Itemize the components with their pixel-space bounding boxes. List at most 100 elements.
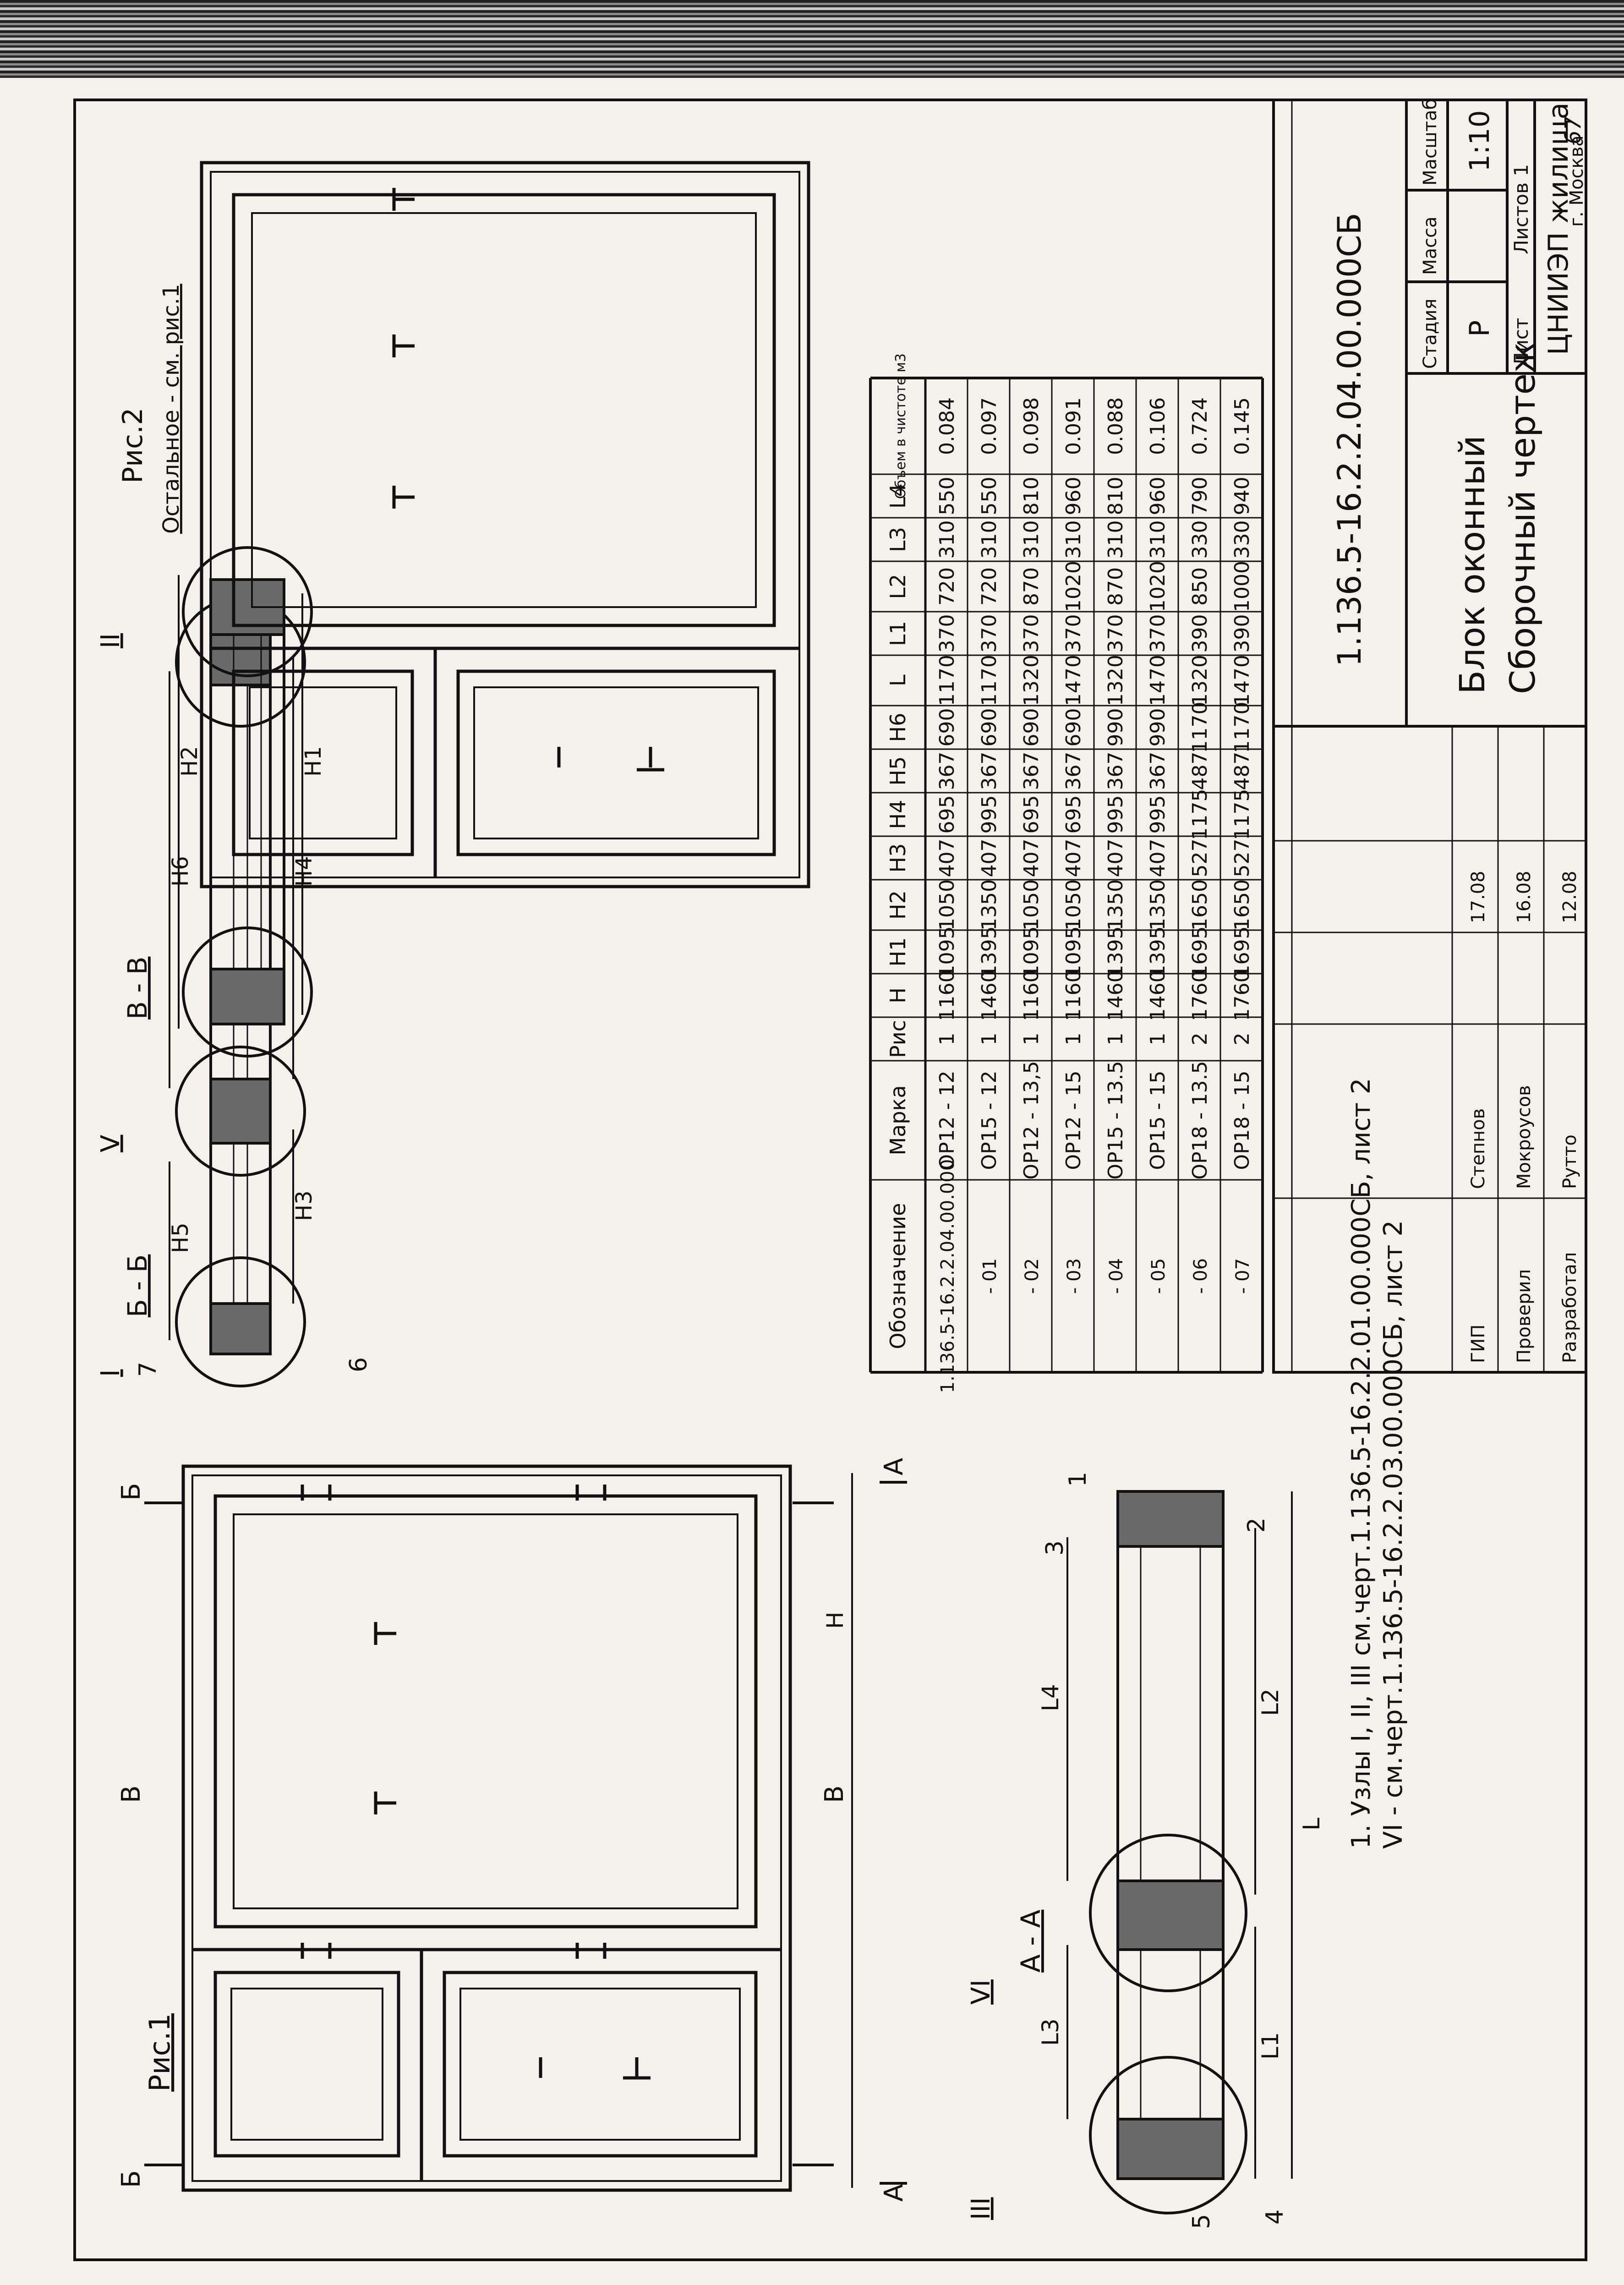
table-cell: 690 (935, 708, 959, 747)
sheets-label: Листов 1 (1510, 164, 1532, 254)
table-header-cell: L1 (886, 621, 910, 646)
table-cell: 1395 (978, 926, 1001, 978)
table-cell: 367 (1020, 752, 1043, 790)
cut-v-right: В (820, 1786, 849, 1803)
table-cell: 310 (935, 521, 959, 559)
scan-edge-artifact (0, 0, 1624, 78)
dim-h4: H4 (291, 856, 317, 887)
table-cell: 310 (1146, 521, 1170, 559)
section-aa-dims (1066, 1491, 1293, 2179)
table-header-cell: H2 (886, 890, 910, 920)
table-header-cell: H6 (886, 713, 910, 742)
dim-l2: L2 (1257, 1688, 1284, 1716)
table-cell: - 01 (979, 1258, 1001, 1294)
table-cell: 960 (1062, 477, 1085, 515)
pos-5: 5 (1188, 2214, 1215, 2229)
pos-6: 6 (345, 1357, 372, 1372)
stage-value: Р (1464, 320, 1496, 337)
table-header-cell: Рис (886, 1020, 910, 1058)
table-cell: 407 (978, 839, 1001, 877)
table-cell: 407 (1146, 839, 1170, 877)
table-cell: 367 (935, 752, 959, 790)
signature-date: 16.08 (1514, 871, 1535, 923)
scale-label: Масштаб (1420, 99, 1441, 186)
cut-a-top: А (879, 2184, 909, 2202)
table-cell: 720 (935, 567, 959, 606)
table-cell: 695 (1020, 795, 1043, 834)
signature-role: Разработал (1559, 1252, 1580, 1363)
table-cell: 810 (1104, 477, 1127, 515)
drawing-sheet: Рис.1 А А Б Б В В H А - А L3 L4 L1 L2 L … (73, 97, 1589, 2261)
drawing-name-2: Сборочный чертеж (1502, 342, 1543, 694)
table-cell: 407 (1104, 839, 1127, 877)
signature-name: Степнов (1468, 1108, 1489, 1189)
table-cell: 1460 (1146, 970, 1170, 1021)
table-cell: 0.098 (1020, 397, 1043, 455)
table-cell: 367 (1104, 752, 1127, 790)
cut-a-bottom: А (879, 1458, 909, 1475)
dim-l1: L1 (1257, 2032, 1284, 2060)
table-cell: 370 (978, 614, 1001, 653)
table-cell: 1.136.5-16.2.2.04.00.000 (937, 1159, 958, 1393)
pos-7: 7 (134, 1362, 162, 1377)
section-aa (1089, 1490, 1247, 2214)
organization-city: г. Москва (1566, 135, 1587, 227)
table-cell: 527 (1188, 839, 1212, 877)
mass-label: Масса (1420, 216, 1441, 275)
table-cell: 550 (978, 477, 1001, 515)
stage-label: Стадия (1420, 299, 1441, 369)
table-cell: - 07 (1232, 1258, 1253, 1294)
table-cell: 1470 (1146, 655, 1170, 706)
table-cell: - 03 (1064, 1258, 1085, 1294)
table-header-cell: L2 (886, 574, 910, 599)
table-cell: 990 (1104, 708, 1127, 747)
table-cell: 1050 (935, 879, 959, 931)
table-cell: 390 (1230, 614, 1254, 653)
dim-h1: H1 (301, 746, 326, 777)
table-cell: 1695 (1230, 926, 1254, 978)
table-cell: ОР18 - 15 (1230, 1071, 1254, 1170)
table-cell: 870 (1104, 567, 1127, 606)
table-cell: 1160 (1020, 970, 1043, 1021)
table-cell: 1350 (978, 879, 1001, 931)
table-cell: 1460 (978, 970, 1001, 1021)
table-cell: 527 (1230, 839, 1254, 877)
node-v-label: V (96, 1135, 126, 1152)
table-cell: 1050 (1020, 879, 1043, 931)
table-cell: 720 (978, 567, 1001, 606)
figure-2 (200, 161, 810, 888)
table-cell: 370 (1062, 614, 1085, 653)
table-cell: 1020 (1062, 561, 1085, 612)
table-cell: 1170 (935, 655, 959, 706)
pos-2: 2 (1243, 1518, 1270, 1533)
table-cell: 1470 (1062, 655, 1085, 706)
table-cell: 1320 (1020, 655, 1043, 706)
section-bb-title: Б - Б (122, 1255, 153, 1317)
drawing-code: 1.136.5-16.2.2.04.00.000СБ (1331, 213, 1368, 667)
table-cell: 1 (1020, 1033, 1043, 1046)
table-cell: 1160 (1062, 970, 1085, 1021)
table-cell: 1095 (935, 926, 959, 978)
table-cell: 1470 (1230, 655, 1254, 706)
pos-1: 1 (1064, 1472, 1092, 1487)
table-cell: 0.724 (1188, 397, 1212, 455)
table-cell: 1650 (1188, 879, 1212, 931)
cut-v-left: В (116, 1786, 146, 1803)
signature-date: 12.08 (1559, 871, 1580, 923)
table-cell: 1095 (1020, 926, 1043, 978)
table-cell: 310 (1104, 521, 1127, 559)
table-cell: 1 (978, 1033, 1001, 1046)
table-cell: 0.088 (1104, 397, 1127, 455)
table-header-cell: Марка (886, 1085, 910, 1155)
table-cell: 310 (1062, 521, 1085, 559)
table-cell: ОР15 - 13.5 (1104, 1061, 1127, 1180)
table-cell: 940 (1230, 477, 1254, 515)
table-cell: 370 (1020, 614, 1043, 653)
table-cell: 1460 (1104, 970, 1127, 1021)
signature-rows: ГИПСтепнов17.08ПроверилМокроусов16.08Раз… (1468, 871, 1580, 1363)
table-cell: 487 (1188, 752, 1212, 790)
section-bb-dims (169, 658, 294, 1340)
table-cell: - 04 (1106, 1258, 1127, 1294)
organization-name: ЦНИИЭП жилища (1542, 103, 1575, 355)
